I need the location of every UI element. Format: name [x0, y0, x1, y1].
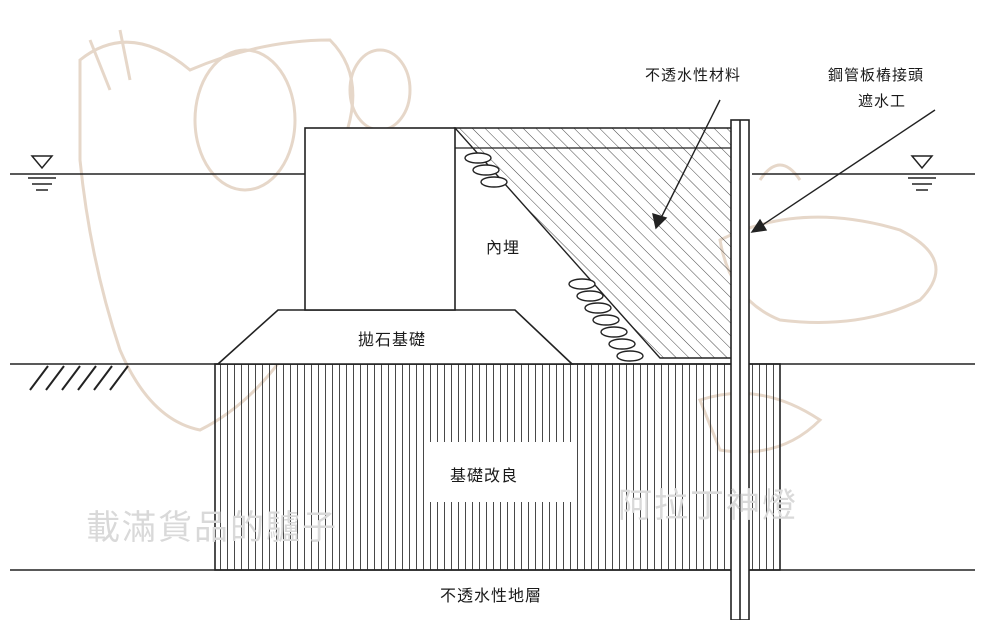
label-foundation-improvement: 基礎改良	[450, 466, 519, 485]
watermark-right-text: 阿拉丁神燈	[618, 486, 798, 526]
backfill-stones	[464, 152, 644, 362]
label-pipe-sheet-pile-joint: 鋼管板樁接頭	[828, 66, 925, 84]
watermark-left-text: 載滿貨品的驢子	[86, 508, 338, 548]
label-backfill: 內埋	[486, 238, 521, 257]
rubble-foundation-mound	[215, 309, 575, 365]
water-level-symbol-right	[908, 155, 936, 191]
ground-hatch-symbol	[29, 365, 129, 391]
water-level-symbol-left	[28, 155, 56, 191]
label-impermeable-stratum: 不透水性地層	[440, 586, 543, 605]
label-impermeable-material: 不透水性材料	[645, 66, 742, 84]
leader-lines	[652, 99, 936, 233]
label-water-seal-work: 遮水工	[858, 92, 907, 110]
foundation-improvement-label-box	[425, 442, 575, 502]
label-rubble-foundation: 拋石基礎	[358, 330, 427, 349]
steel-pipe-sheet-pile	[730, 119, 750, 620]
caisson-body	[304, 127, 456, 311]
